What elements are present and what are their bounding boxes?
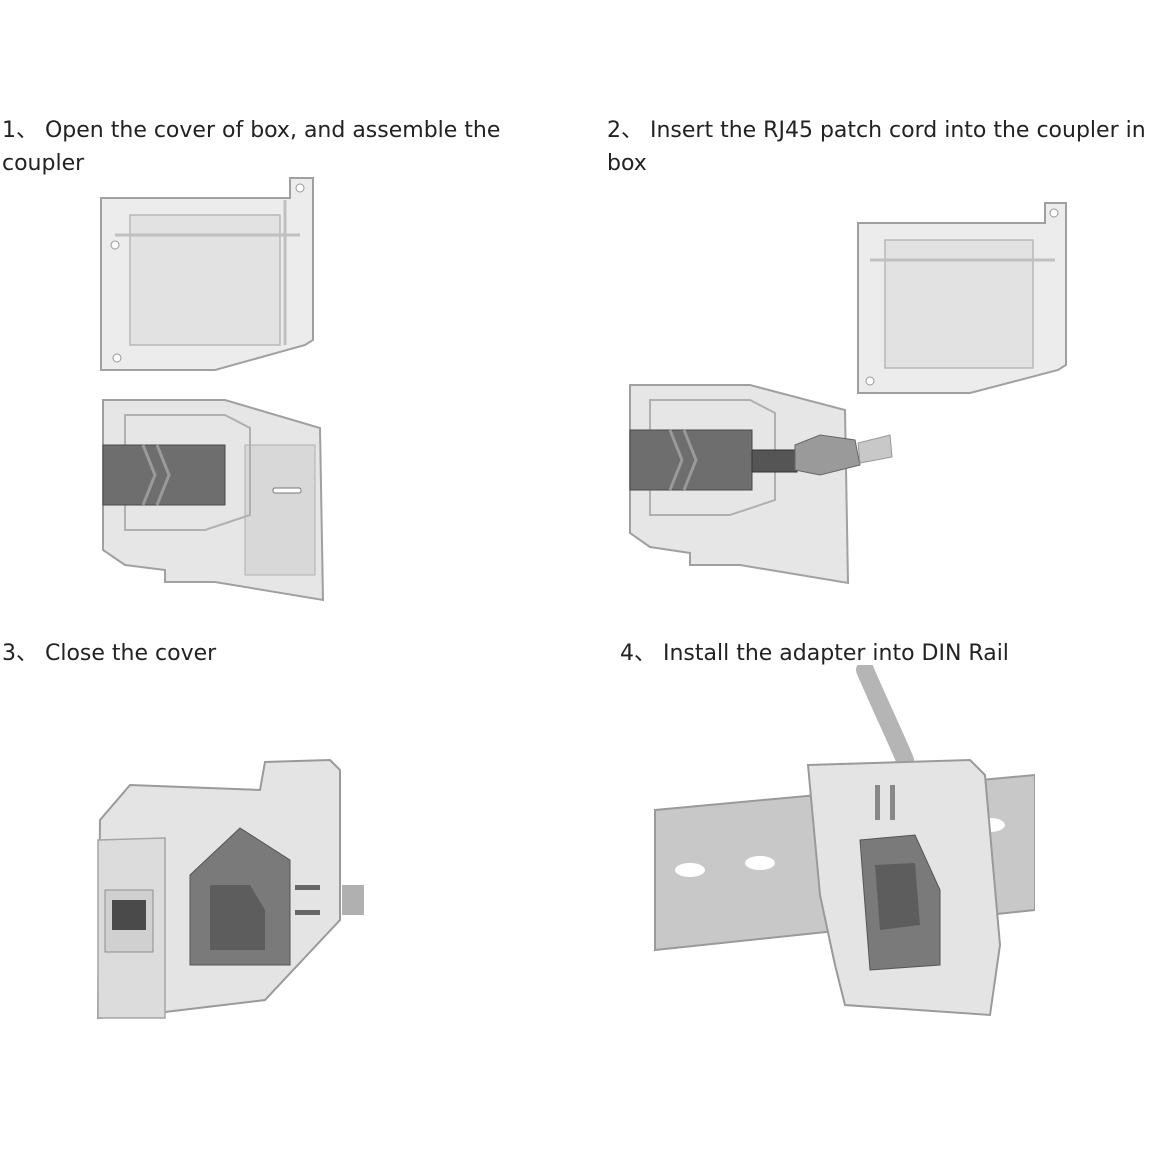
step-3-illustration: [96, 758, 364, 1020]
step-4-illustration: [654, 665, 1035, 1017]
installed-box: [806, 758, 1002, 1017]
step-2-illustration: [629, 202, 1067, 585]
step-2-instruction: 2、 Insert the RJ45 patch cord into the c…: [607, 118, 1146, 176]
coupler: [102, 444, 226, 506]
rj45-patch-cord: [751, 434, 893, 476]
step-1-illustration: [100, 177, 325, 602]
patch-cable: [856, 665, 914, 769]
coupler: [629, 429, 753, 491]
step-3-instruction: 3、 Close the cover: [2, 641, 217, 666]
box-cover: [857, 202, 1067, 394]
step-1-instruction: 1、 Open the cover of box, and assemble t…: [2, 118, 501, 176]
box-cover: [100, 177, 314, 371]
closed-box: [96, 758, 364, 1020]
step-4-instruction: 4、 Install the adapter into DIN Rail: [620, 641, 1009, 666]
